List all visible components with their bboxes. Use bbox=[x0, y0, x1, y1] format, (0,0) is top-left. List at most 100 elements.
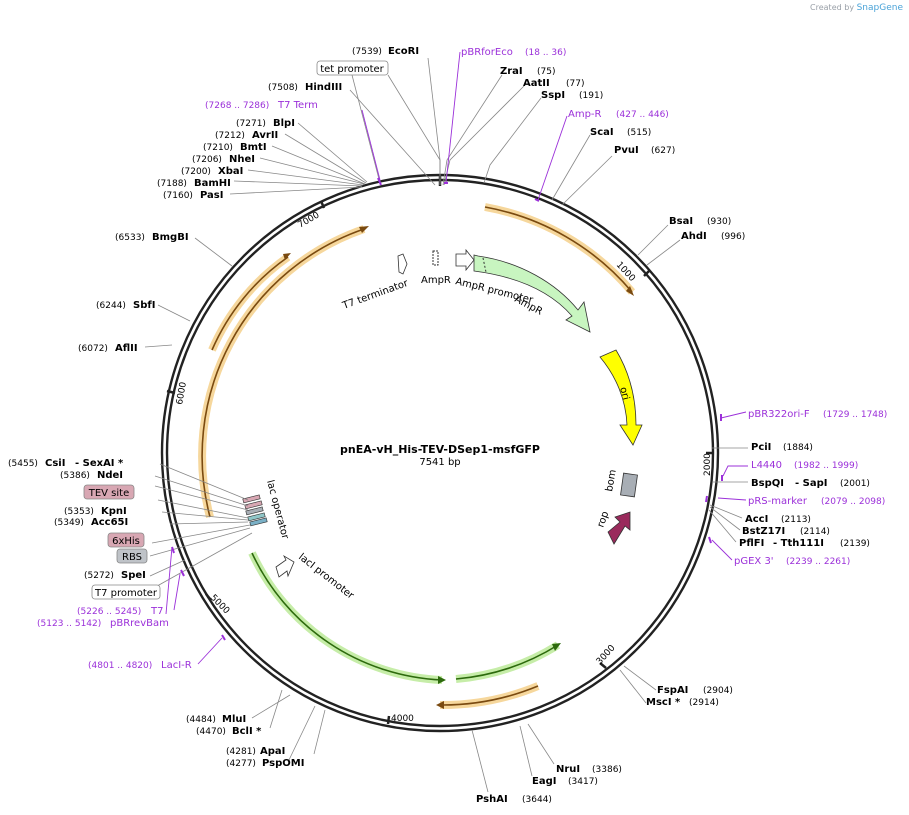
laci-promoter-arrow bbox=[275, 554, 295, 578]
svg-text:(75): (75) bbox=[537, 67, 555, 77]
svg-text:(5272): (5272) bbox=[84, 571, 114, 581]
svg-text:(2113): (2113) bbox=[781, 515, 811, 525]
laci-promoter-label: lacI promoter bbox=[296, 552, 356, 602]
svg-text:(7206): (7206) bbox=[192, 155, 222, 165]
primer-pbrforeco: pBRforEco bbox=[461, 47, 513, 58]
svg-text:(7268 .. 7286): (7268 .. 7286) bbox=[205, 101, 269, 111]
primer-t7-term: T7 Term bbox=[277, 100, 318, 111]
site-scai: ScaI bbox=[590, 127, 614, 138]
svg-text:(77): (77) bbox=[566, 79, 584, 89]
site-acci: AccI bbox=[745, 514, 768, 525]
site-bspqi: BspQI bbox=[751, 478, 784, 489]
site-acc65i: Acc65I bbox=[91, 517, 128, 528]
primer-prs-marker: pRS-marker bbox=[748, 496, 808, 507]
svg-text:(6244): (6244) bbox=[96, 301, 126, 311]
site-xbai: XbaI bbox=[218, 166, 243, 177]
svg-text:(7160): (7160) bbox=[163, 191, 193, 201]
svg-text:(5353): (5353) bbox=[64, 507, 94, 517]
primer-amp-r: Amp-R bbox=[568, 109, 602, 120]
t7-promoter-label: T7 promoter bbox=[94, 588, 158, 599]
svg-text:(7188): (7188) bbox=[157, 179, 187, 189]
site-fspai: FspAI bbox=[657, 685, 688, 696]
svg-text:(5386): (5386) bbox=[60, 471, 90, 481]
svg-text:(7200): (7200) bbox=[181, 167, 211, 177]
svg-text:(627): (627) bbox=[651, 146, 675, 156]
site-msci: MscI * bbox=[646, 697, 681, 708]
site-avrii: AvrII bbox=[252, 130, 278, 141]
svg-text:(7508): (7508) bbox=[268, 83, 298, 93]
site-pflfi: PflFI bbox=[739, 538, 764, 549]
ori-arrow bbox=[599, 349, 643, 446]
svg-text:(2904): (2904) bbox=[703, 686, 733, 696]
t7-term-glyph bbox=[432, 250, 439, 266]
svg-text:(7212): (7212) bbox=[215, 131, 245, 141]
site-aflii: AflII bbox=[115, 343, 138, 354]
svg-text:(6533): (6533) bbox=[115, 233, 145, 243]
snapgene-logo: SnapGene bbox=[856, 3, 903, 13]
svg-text:(1729 .. 1748): (1729 .. 1748) bbox=[823, 410, 887, 420]
site-nhei: NheI bbox=[229, 154, 255, 165]
site-kpni: KpnI bbox=[101, 506, 127, 517]
site-pasi: PasI bbox=[200, 190, 223, 201]
site-hindiii: HindIII bbox=[305, 82, 342, 93]
svg-text:(5455): (5455) bbox=[8, 459, 38, 469]
plasmid-size: 7541 bp bbox=[419, 457, 460, 468]
svg-text:(2001): (2001) bbox=[840, 479, 870, 489]
svg-text:(5226 .. 5245): (5226 .. 5245) bbox=[77, 607, 141, 617]
rop-arrow bbox=[607, 511, 631, 545]
ampr-arrow bbox=[473, 254, 591, 333]
arc-arrowheads bbox=[283, 226, 634, 709]
amprp-short-label: AmpR bbox=[421, 275, 451, 286]
site-aatii: AatII bbox=[523, 78, 550, 89]
primer-l4440: L4440 bbox=[751, 460, 782, 471]
svg-text:(4801 .. 4820): (4801 .. 4820) bbox=[88, 661, 152, 671]
site-eagi: EagI bbox=[532, 776, 556, 787]
site-mlui: MluI bbox=[222, 714, 246, 725]
svg-text:(18 .. 36): (18 .. 36) bbox=[525, 48, 566, 58]
svg-text:(7539): (7539) bbox=[352, 47, 382, 57]
tick-label-6000: 6000 bbox=[175, 381, 189, 406]
rop-label: rop bbox=[595, 510, 611, 529]
ring-ticks bbox=[166, 200, 714, 725]
site-bstz17i: BstZ17I bbox=[742, 526, 785, 537]
site-bamhi: BamHI bbox=[194, 178, 231, 189]
site-blpi: BlpI bbox=[273, 118, 295, 129]
primer-marks bbox=[171, 177, 723, 641]
site-bmgbi: BmgBI bbox=[152, 232, 189, 243]
svg-text:(930): (930) bbox=[707, 217, 731, 227]
primer-pbrrevbam: pBRrevBam bbox=[110, 618, 169, 629]
svg-text:(1884): (1884) bbox=[783, 443, 813, 453]
svg-text:- Tth111I: - Tth111I bbox=[773, 538, 824, 549]
site-spei: SpeI bbox=[121, 570, 146, 581]
plasmid-name: pnEA-vH_His-TEV-DSep1-msfGFP bbox=[340, 443, 540, 456]
svg-text:(427 .. 446): (427 .. 446) bbox=[616, 110, 669, 120]
svg-text:(7271): (7271) bbox=[236, 119, 266, 129]
bom-box bbox=[620, 472, 638, 498]
site-pcii: PciI bbox=[751, 442, 771, 453]
site-pshai: PshAI bbox=[476, 794, 508, 805]
primer-leader-lines bbox=[165, 51, 748, 665]
site-csii: CsiI bbox=[45, 458, 65, 469]
svg-text:- SexAI *: - SexAI * bbox=[75, 458, 124, 469]
site-leader-lines bbox=[144, 57, 748, 793]
svg-text:(5123 .. 5142): (5123 .. 5142) bbox=[37, 619, 101, 629]
site-bmti: BmtI bbox=[240, 142, 267, 153]
site-zrai: ZraI bbox=[500, 66, 523, 77]
tick-label-4000: 4000 bbox=[391, 714, 414, 724]
svg-text:(4281): (4281) bbox=[226, 747, 256, 757]
svg-text:(2914): (2914) bbox=[689, 698, 719, 708]
primer-pbr322ori-f: pBR322ori-F bbox=[748, 409, 810, 420]
svg-text:(3386): (3386) bbox=[592, 765, 622, 775]
svg-text:(4470): (4470) bbox=[196, 727, 226, 737]
ampr-promoter-arrow bbox=[455, 248, 475, 272]
svg-text:(2079 .. 2098): (2079 .. 2098) bbox=[821, 497, 885, 507]
svg-text:- SapI: - SapI bbox=[795, 478, 827, 489]
site-ndei: NdeI bbox=[97, 470, 123, 481]
site-labels: (7539)EcoRI ZraI(75) AatII(77) SspI(191)… bbox=[8, 46, 870, 805]
svg-text:(4484): (4484) bbox=[186, 715, 216, 725]
svg-text:(515): (515) bbox=[627, 128, 651, 138]
primer-t7: T7 bbox=[150, 606, 163, 617]
site-bsai: BsaI bbox=[669, 216, 693, 227]
svg-text:(4277): (4277) bbox=[226, 759, 256, 769]
